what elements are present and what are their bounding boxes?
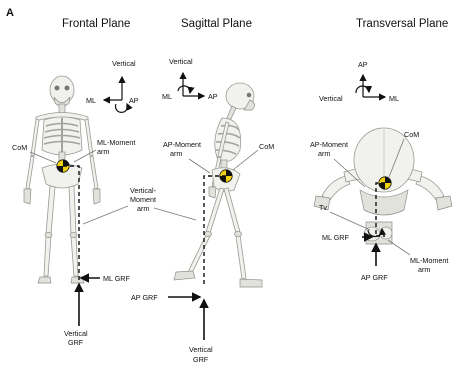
vertical-moment-arm-label-3: arm [137, 204, 149, 213]
transversal-axes: AP Vertical ML [319, 60, 399, 103]
vertical-moment-arm-label-1: Vertical- [130, 186, 157, 195]
transversal-ml-arm-label-2: arm [418, 265, 430, 274]
transversal-ml-arm-label-1: ML-Moment [410, 256, 448, 265]
frontal-plane-title: Frontal Plane [62, 18, 130, 30]
vertical-moment-arm-label-2: Moment [130, 195, 156, 204]
transversal-axis-ap-label: AP [358, 60, 368, 69]
sagittal-ap-arm-leader [189, 159, 210, 173]
frontal-axis-ap-label: AP [129, 96, 139, 105]
frontal-axes: Vertical ML AP [86, 59, 139, 112]
sagittal-com-label: CoM [259, 142, 274, 151]
sagittal-axis-ml-label: ML [162, 92, 172, 101]
frontal-ml-arm-label-1: ML-Moment [97, 138, 135, 147]
sagittal-plane-title: Sagittal Plane [181, 18, 252, 30]
vertical-moment-arm-leader-sagittal [154, 208, 196, 220]
panel-label: A [6, 7, 14, 19]
sagittal-ap-grf-label: AP GRF [131, 293, 158, 302]
frontal-ml-grf-label: ML GRF [103, 274, 130, 283]
transversal-com-label: CoM [404, 130, 419, 139]
frontal-ml-arm-label-2: arm [97, 147, 109, 156]
transversal-ml-grf-label: ML GRF [322, 233, 349, 242]
sagittal-vertical-grf-label-2: GRF [193, 355, 209, 364]
transversal-tv-leader [330, 212, 370, 230]
frontal-skeleton [24, 76, 100, 283]
transversal-axis-vertical-label: Vertical [319, 94, 343, 103]
frontal-com-label: CoM [12, 143, 27, 152]
sagittal-axes: Vertical ML AP [162, 57, 218, 101]
sagittal-skeleton [174, 83, 262, 287]
sagittal-ap-arm-label-1: AP-Moment [163, 140, 201, 149]
transversal-ml-arm-leader [388, 240, 410, 255]
transversal-plane-title: Transversal Plane [356, 18, 448, 30]
frontal-vertical-grf-label-1: Vertical [64, 329, 88, 338]
sagittal-axis-ap-label: AP [208, 92, 218, 101]
transversal-ap-arm-label-2: arm [318, 149, 330, 158]
transversal-axis-ml-label: ML [389, 94, 399, 103]
frontal-axis-vertical-label: Vertical [112, 59, 136, 68]
sagittal-vertical-grf-label-1: Vertical [189, 345, 213, 354]
sagittal-axis-vertical-label: Vertical [169, 57, 193, 66]
vertical-moment-arm-leader-frontal [83, 206, 128, 224]
transversal-ap-grf-label: AP GRF [361, 273, 388, 282]
frontal-axis-ml-label: ML [86, 96, 96, 105]
transversal-tv-label: Tv [319, 203, 327, 212]
transversal-ap-arm-label-1: AP-Moment [310, 140, 348, 149]
sagittal-ap-arm-label-2: arm [170, 149, 182, 158]
frontal-vertical-grf-label-2: GRF [68, 338, 84, 347]
